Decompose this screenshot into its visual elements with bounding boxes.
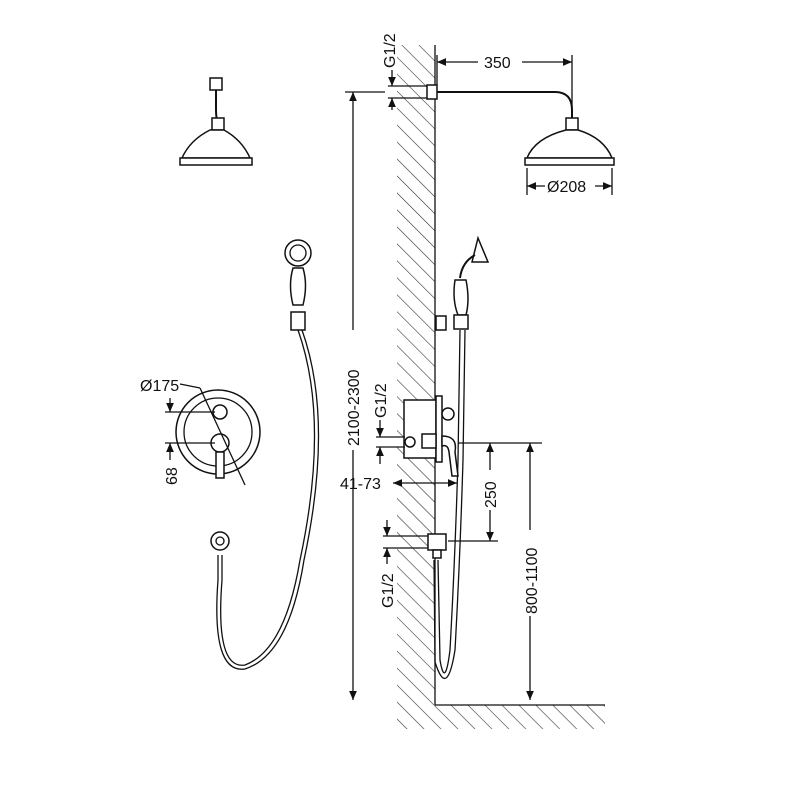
head-diameter-label: Ø208 [547, 179, 586, 196]
hand-shower-front-view [210, 239, 320, 670]
mixer-valve-side-view [403, 395, 459, 559]
wall-section [397, 45, 605, 729]
overhead-shower-front-view [179, 77, 253, 166]
plate-diameter-label: Ø175 [140, 378, 179, 395]
arm-length-label: 350 [484, 55, 511, 72]
mixer-valve-front-view [165, 383, 261, 486]
knob-spacing-label: 68 [164, 467, 181, 485]
inlet-valve-label: G1/2 [373, 383, 390, 418]
head-height-label: 2100-2300 [346, 369, 363, 446]
hand-shower-side-view [433, 235, 490, 680]
wall-depth-label: 41-73 [340, 476, 381, 493]
valve-height-label: 800-1100 [524, 547, 541, 614]
inlet-outlet-label: G1/2 [380, 573, 397, 608]
inlet-top-label: G1/2 [382, 33, 399, 68]
overhead-shower-side-view [426, 84, 615, 166]
outlet-offset-label: 250 [483, 481, 500, 508]
